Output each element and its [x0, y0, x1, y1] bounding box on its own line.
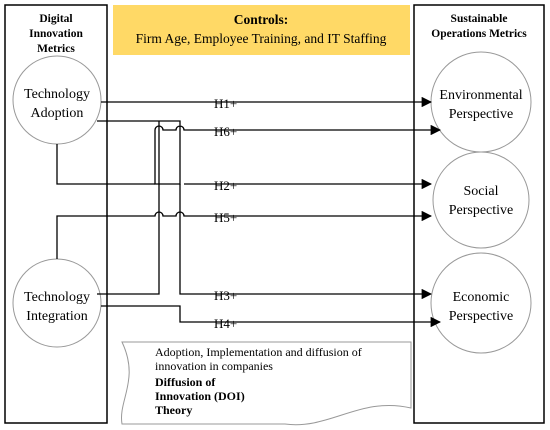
- label-h1: H1+: [214, 96, 237, 111]
- theory-line-1: Adoption, Implementation and diffusion o…: [155, 345, 362, 359]
- controls-box-background: [113, 5, 410, 55]
- social-perspective-label-line-1: Social: [464, 184, 499, 199]
- left-box-title-line-3: Metrics: [37, 43, 75, 55]
- label-h5: H5+: [214, 210, 237, 225]
- economic-perspective-label-line-1: Economic: [453, 290, 510, 305]
- document-shape: [121, 341, 412, 426]
- controls-title: Controls:: [234, 12, 289, 27]
- controls-box: Controls: Firm Age, Employee Training, a…: [113, 5, 410, 55]
- digital-innovation-metrics-box: Digital Innovation Metrics Technology Ad…: [4, 4, 108, 424]
- path-h6: [97, 120, 442, 185]
- right-box-title-line-2: Operations Metrics: [431, 28, 527, 40]
- path-h3: [97, 121, 431, 294]
- theory-bold-line-2: Innovation (DOI): [155, 389, 245, 403]
- theory-bold-line-1: Diffusion of: [155, 375, 216, 389]
- social-perspective-label-line-2: Perspective: [449, 203, 514, 218]
- hypothesis-paths: [56, 96, 442, 328]
- doi-theory-document: Adoption, Implementation and diffusion o…: [121, 341, 412, 426]
- social-perspective-node: Social Perspective: [432, 151, 530, 249]
- path-h2: [56, 144, 431, 184]
- environmental-perspective-label-line-2: Perspective: [449, 107, 514, 122]
- economic-perspective-node: Economic Perspective: [430, 252, 532, 354]
- label-h3: H3+: [214, 288, 237, 303]
- technology-integration-label-line-2: Integration: [26, 309, 87, 324]
- hypothesis-labels: H1+ H6+ H2+ H5+ H3+ H4+: [214, 96, 237, 331]
- technology-adoption-node: Technology Adoption: [12, 55, 102, 145]
- economic-perspective-label-line-2: Perspective: [449, 309, 514, 324]
- path-h4: [101, 305, 442, 328]
- technology-adoption-label-line-1: Technology: [24, 87, 90, 102]
- theory-bold-line-3: Theory: [155, 403, 192, 417]
- label-h2: H2+: [214, 178, 237, 193]
- left-box-title-line-2: Innovation: [29, 28, 83, 40]
- label-h4: H4+: [214, 316, 237, 331]
- path-h5: [56, 210, 433, 259]
- left-box-title-line-1: Digital: [39, 13, 72, 25]
- controls-text: Firm Age, Employee Training, and IT Staf…: [136, 31, 387, 46]
- label-h6: H6+: [214, 124, 237, 139]
- technology-adoption-label-line-2: Adoption: [31, 106, 84, 121]
- environmental-perspective-label-line-1: Environmental: [439, 88, 522, 103]
- right-box-title-line-1: Sustainable: [451, 13, 508, 25]
- theory-line-2: innovation in companies: [155, 359, 273, 373]
- sustainable-operations-metrics-box: Sustainable Operations Metrics Environme…: [413, 4, 545, 424]
- technology-integration-node: Technology Integration: [12, 258, 102, 348]
- technology-integration-label-line-1: Technology: [24, 290, 90, 305]
- environmental-perspective-node: Environmental Perspective: [430, 51, 532, 153]
